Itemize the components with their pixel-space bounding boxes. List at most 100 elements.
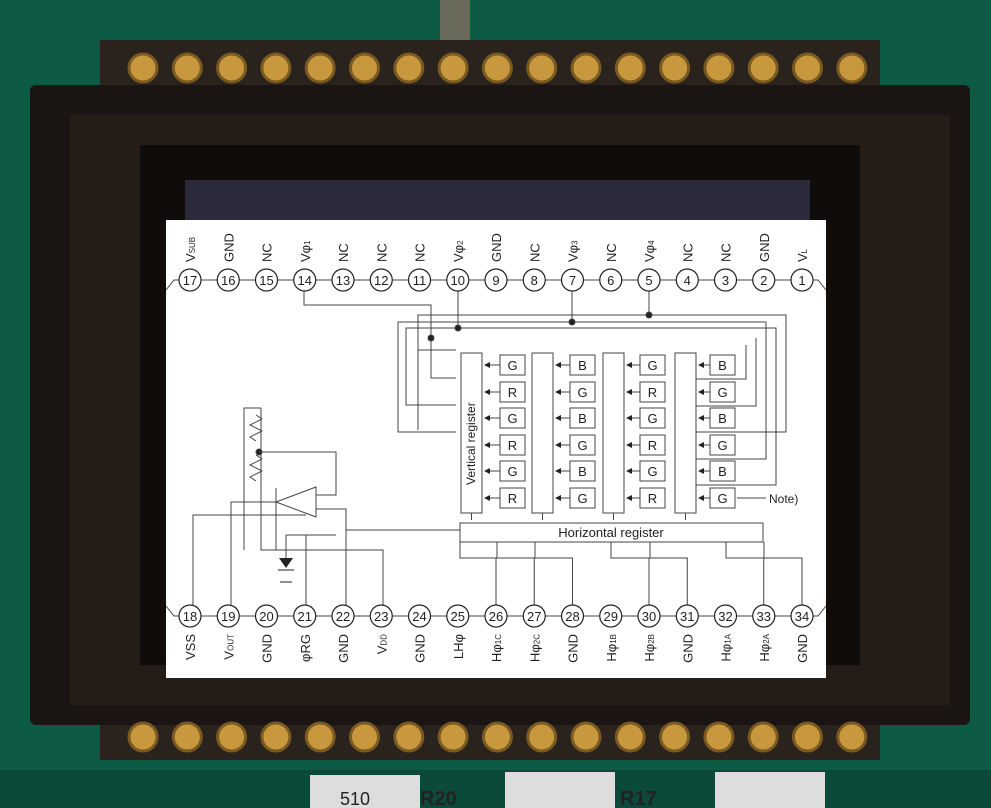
pin-number: 23 [374, 609, 388, 624]
pin-circle [675, 604, 699, 628]
pin-label: GND [221, 233, 236, 262]
pin-number: 17 [183, 273, 197, 288]
resistor-icon [248, 414, 264, 442]
pin-number: 8 [531, 273, 538, 288]
pin-circle [752, 268, 776, 292]
resistor [715, 772, 825, 808]
pin-number: 5 [645, 273, 652, 288]
arrow-icon [555, 468, 561, 474]
gold-pin [614, 721, 646, 753]
pin-number: 11 [413, 273, 427, 288]
pin-circle [560, 268, 585, 292]
wire [192, 514, 306, 605]
wire [458, 327, 777, 486]
pin-number: 15 [259, 273, 273, 288]
resistor [310, 775, 420, 808]
horizontal-register [459, 522, 764, 543]
gold-pin [216, 52, 248, 84]
arrow-icon [555, 362, 561, 368]
pin-circle [446, 604, 470, 628]
pin-label: GND [260, 634, 275, 663]
gold-pin [393, 721, 425, 753]
vertical-register [602, 352, 625, 514]
pin-circle [293, 604, 317, 628]
pixel-letter: G [507, 358, 517, 373]
pin-label: GND [336, 634, 351, 663]
pin-circle [790, 604, 814, 628]
arrow-icon [626, 362, 632, 368]
pin-circle [293, 268, 317, 292]
gold-pin [393, 52, 425, 84]
pin-label: NC [680, 243, 695, 262]
gold-pin [171, 52, 203, 84]
pin-label: VSUB [183, 237, 198, 262]
pin-label: GND [413, 634, 428, 663]
junction-dot [568, 318, 576, 326]
pin-label: Hφ1B [604, 634, 619, 662]
pin-label: GND [795, 634, 810, 663]
gold-pin [836, 721, 868, 753]
pixel-letter: G [717, 438, 727, 453]
pin-label: Hφ2B [642, 634, 657, 662]
pin-number: 10 [451, 273, 465, 288]
gold-pin [703, 721, 735, 753]
gold-pin [349, 52, 380, 84]
arrow-icon [698, 389, 704, 395]
junction-dot [454, 324, 462, 332]
pixel-letter: B [578, 464, 587, 479]
pin-number: 32 [718, 609, 732, 624]
pin-circle [560, 604, 585, 628]
pixel-letter: B [718, 358, 727, 373]
gold-pin [836, 52, 868, 84]
gold-pin [304, 721, 336, 753]
gold-pin [437, 721, 469, 753]
wire [572, 321, 767, 460]
arrow-icon [484, 495, 490, 501]
pin-label: NC [336, 243, 351, 262]
gold-pin [747, 52, 779, 84]
pin-number: 21 [298, 609, 312, 624]
wire [259, 451, 337, 496]
pin-circle [216, 268, 240, 292]
pin-label: NC [604, 243, 619, 262]
pixel-letter: G [717, 385, 727, 400]
svg-text:R20: R20 [420, 788, 457, 808]
note-label: Note) [769, 492, 798, 506]
pin-circle [790, 268, 814, 292]
pin-label: VL [795, 248, 810, 262]
pin-circle [713, 604, 738, 628]
pin-label: NC [260, 243, 275, 262]
pin-circle [752, 604, 776, 628]
pin-number: 22 [336, 609, 350, 624]
pin-number: 26 [489, 609, 503, 624]
pin-label: NC [527, 243, 542, 262]
pixel-letter: G [647, 358, 657, 373]
pin-circle [407, 604, 432, 628]
pin-circle [637, 604, 661, 628]
pixel-letter: G [717, 491, 727, 506]
arrow-icon [698, 495, 704, 501]
arrow-icon [484, 442, 490, 448]
pin-circle [178, 268, 202, 292]
pin-number: 6 [607, 273, 614, 288]
wire [610, 542, 650, 605]
sensor-area [185, 180, 810, 225]
pin-label: Hφ2C [527, 634, 542, 662]
gold-pin [349, 721, 380, 753]
pin-label: VOUT [221, 634, 236, 660]
gold-pin [216, 721, 248, 753]
pin-number: 24 [412, 609, 426, 624]
gold-pin [614, 52, 646, 84]
pin-number: 34 [795, 609, 809, 624]
pin-number: 31 [680, 609, 694, 624]
pin-circle [178, 604, 202, 628]
pin-circle [599, 268, 623, 292]
arrow-icon [626, 415, 632, 421]
pin-label: GND [680, 634, 695, 663]
pin-circle [522, 268, 546, 292]
pin-number: 3 [722, 273, 729, 288]
gold-pin [526, 721, 558, 753]
pixel-letter: G [577, 385, 587, 400]
pin-number: 1 [798, 273, 805, 288]
